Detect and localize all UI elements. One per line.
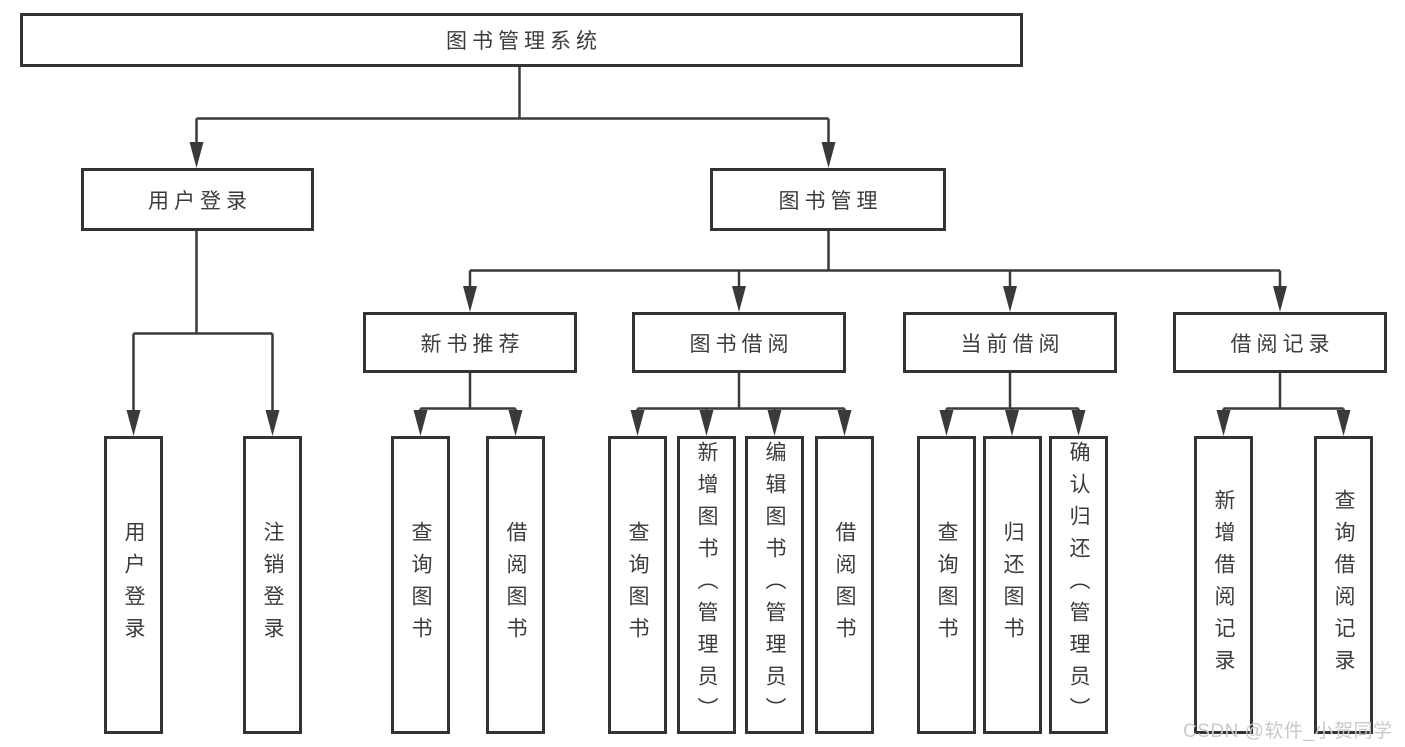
node-label: 借阅记录 xyxy=(1230,332,1335,356)
node-label: 图书管理系统 xyxy=(446,30,602,53)
arrowheads xyxy=(126,142,1351,436)
node-label: 编辑图书（管理员） xyxy=(763,441,786,729)
node-label: 查询借阅记录 xyxy=(1332,489,1355,681)
node-label: 新增借阅记录 xyxy=(1212,489,1235,681)
node-label: 注销登录 xyxy=(261,521,284,649)
node-label: 查询图书 xyxy=(409,521,432,649)
node-label: 借阅图书 xyxy=(833,521,856,649)
leaf-confirm-return-admin: 确认归还（管理员） xyxy=(1049,436,1108,734)
node-label: 图书管理 xyxy=(778,189,883,213)
leaf-borrow-books-recommend: 借阅图书 xyxy=(486,436,545,734)
node-user-login: 用户登录 xyxy=(81,168,314,231)
node-book-borrowing: 图书借阅 xyxy=(632,312,846,373)
watermark: CSDN @软件_小贺同学 xyxy=(1183,721,1393,742)
leaf-borrow-books: 借阅图书 xyxy=(815,436,874,734)
node-label: 查询图书 xyxy=(935,521,958,649)
node-label: 查询图书 xyxy=(626,521,649,649)
leaf-query-books-borrowing: 查询图书 xyxy=(608,436,667,734)
node-label: 用户登录 xyxy=(122,521,145,649)
leaf-query-books-current: 查询图书 xyxy=(917,436,976,734)
leaf-add-borrow-record: 新增借阅记录 xyxy=(1194,436,1253,734)
leaf-add-book-admin: 新增图书（管理员） xyxy=(677,436,736,734)
node-borrowing-records: 借阅记录 xyxy=(1173,312,1387,373)
leaf-query-borrow-record: 查询借阅记录 xyxy=(1314,436,1373,734)
node-label: 当前借阅 xyxy=(960,332,1065,356)
node-current-borrowing: 当前借阅 xyxy=(903,312,1117,373)
leaf-user-login: 用户登录 xyxy=(104,436,163,734)
node-label: 用户登录 xyxy=(148,189,252,213)
node-book-management: 图书管理 xyxy=(710,168,946,231)
node-library-management-system: 图书管理系统 xyxy=(20,13,1023,67)
node-label: 图书借阅 xyxy=(689,332,794,356)
node-label: 归还图书 xyxy=(1001,521,1024,649)
node-label: 新书推荐 xyxy=(420,332,525,356)
leaf-edit-book-admin: 编辑图书（管理员） xyxy=(745,436,804,734)
node-label: 新增图书（管理员） xyxy=(695,441,718,729)
leaf-query-books-recommend: 查询图书 xyxy=(391,436,450,734)
leaf-return-books: 归还图书 xyxy=(983,436,1042,734)
node-new-book-recommend: 新书推荐 xyxy=(363,312,577,373)
node-label: 确认归还（管理员） xyxy=(1067,441,1090,729)
node-label: 借阅图书 xyxy=(504,521,527,649)
leaf-logout: 注销登录 xyxy=(243,436,302,734)
